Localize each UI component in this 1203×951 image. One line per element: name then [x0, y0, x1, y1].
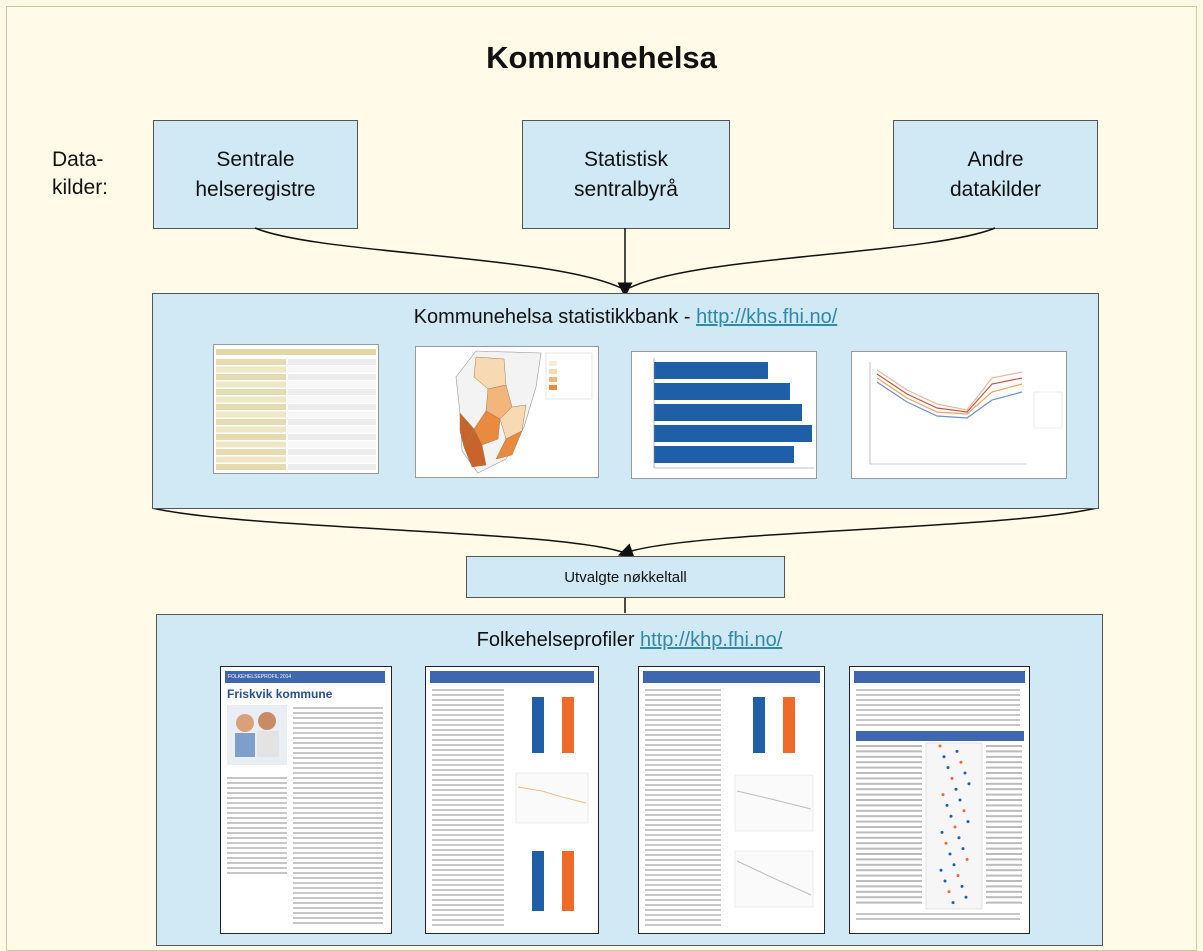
- profile-charts: [515, 697, 589, 911]
- thumbnail-line-chart: [851, 351, 1067, 479]
- key-figures-box: Utvalgte nøkkeltall: [466, 556, 785, 598]
- source-box-statistics-norway: Statistisk sentralbyrå: [522, 120, 730, 229]
- thumbnail-map: [415, 346, 599, 478]
- profile-page-3: [638, 666, 825, 934]
- source-box-health-registries: Sentrale helseregistre: [153, 120, 358, 229]
- profile-page-2: [425, 666, 599, 934]
- profile-text-lines: [856, 689, 1020, 729]
- profiles-title: Folkehelseprofiler http://khp.fhi.no/: [157, 629, 1102, 652]
- profile-municipality-name: Friskvik kommune: [227, 687, 333, 701]
- profile-contact-lines: [227, 777, 287, 877]
- family-photo: [227, 705, 287, 765]
- source-label: Statistisk sentralbyrå: [574, 147, 678, 201]
- profile-charts: [734, 697, 814, 908]
- profile-text-lines: [432, 689, 504, 929]
- profiles-link[interactable]: http://khp.fhi.no/: [640, 629, 783, 651]
- profiles-label: Folkehelseprofiler: [476, 629, 641, 651]
- source-label: Sentrale helseregistre: [195, 147, 316, 201]
- page-title: Kommunehelsa: [486, 40, 717, 75]
- profile-page-4: [849, 666, 1030, 934]
- source-box-other-sources: Andre datakilder: [893, 120, 1098, 229]
- data-sources-label: Data- kilder:: [52, 146, 108, 202]
- arrow-registries-to-bank: [254, 227, 626, 291]
- profile-page-header: FOLKEHELSEPROFIL 2014: [225, 671, 385, 683]
- thumbnail-table: [213, 344, 379, 474]
- thumbnail-bar-chart: [631, 351, 817, 479]
- arrow-bank-to-keyfigures-right: [617, 507, 1098, 558]
- arrow-other-to-bank: [624, 227, 996, 291]
- statistics-bank-title: Kommunehelsa statistikkbank - http://khs…: [153, 306, 1098, 329]
- arrow-bank-to-keyfigures-left: [151, 507, 626, 554]
- profile-text-lines: [293, 707, 383, 927]
- profile-text-lines: [645, 689, 721, 929]
- profile-page-1: FOLKEHELSEPROFIL 2014 Friskvik kommune: [220, 666, 392, 934]
- statistics-bank-label: Kommunehelsa statistikkbank -: [413, 306, 697, 328]
- profile-indicator-table: [856, 731, 1024, 910]
- key-figures-label: Utvalgte nøkkeltall: [564, 568, 687, 586]
- data-sources-label-text: Data- kilder:: [52, 148, 109, 199]
- source-label: Andre datakilder: [949, 147, 1042, 201]
- statistics-bank-link[interactable]: http://khs.fhi.no/: [696, 306, 838, 328]
- profile-footnote-lines: [856, 913, 1020, 923]
- public-health-profiles-box: Folkehelseprofiler http://khp.fhi.no/ FO…: [156, 614, 1103, 946]
- statistics-bank-box: Kommunehelsa statistikkbank - http://khs…: [152, 293, 1099, 509]
